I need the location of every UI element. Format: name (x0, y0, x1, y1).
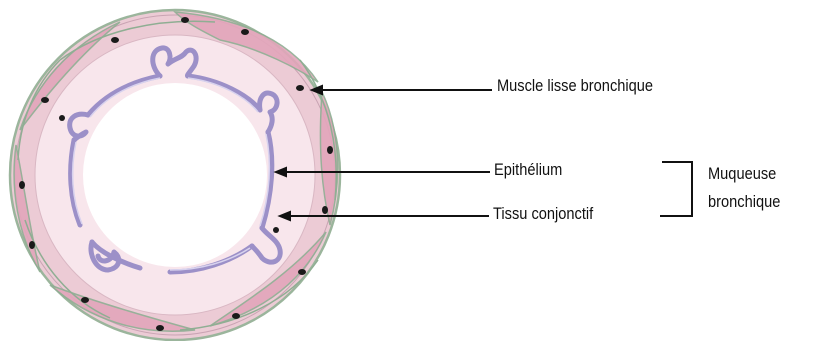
muqueuse-bracket (660, 162, 692, 216)
label-bronchique: bronchique (708, 192, 780, 212)
label-muqueuse: Muqueuse (708, 164, 776, 184)
label-tissu-conjonctif: Tissu conjonctif (493, 204, 593, 224)
label-epithelium: Epithélium (494, 160, 562, 180)
label-muscle-lisse: Muscle lisse bronchique (497, 76, 653, 96)
lumen (83, 83, 267, 267)
